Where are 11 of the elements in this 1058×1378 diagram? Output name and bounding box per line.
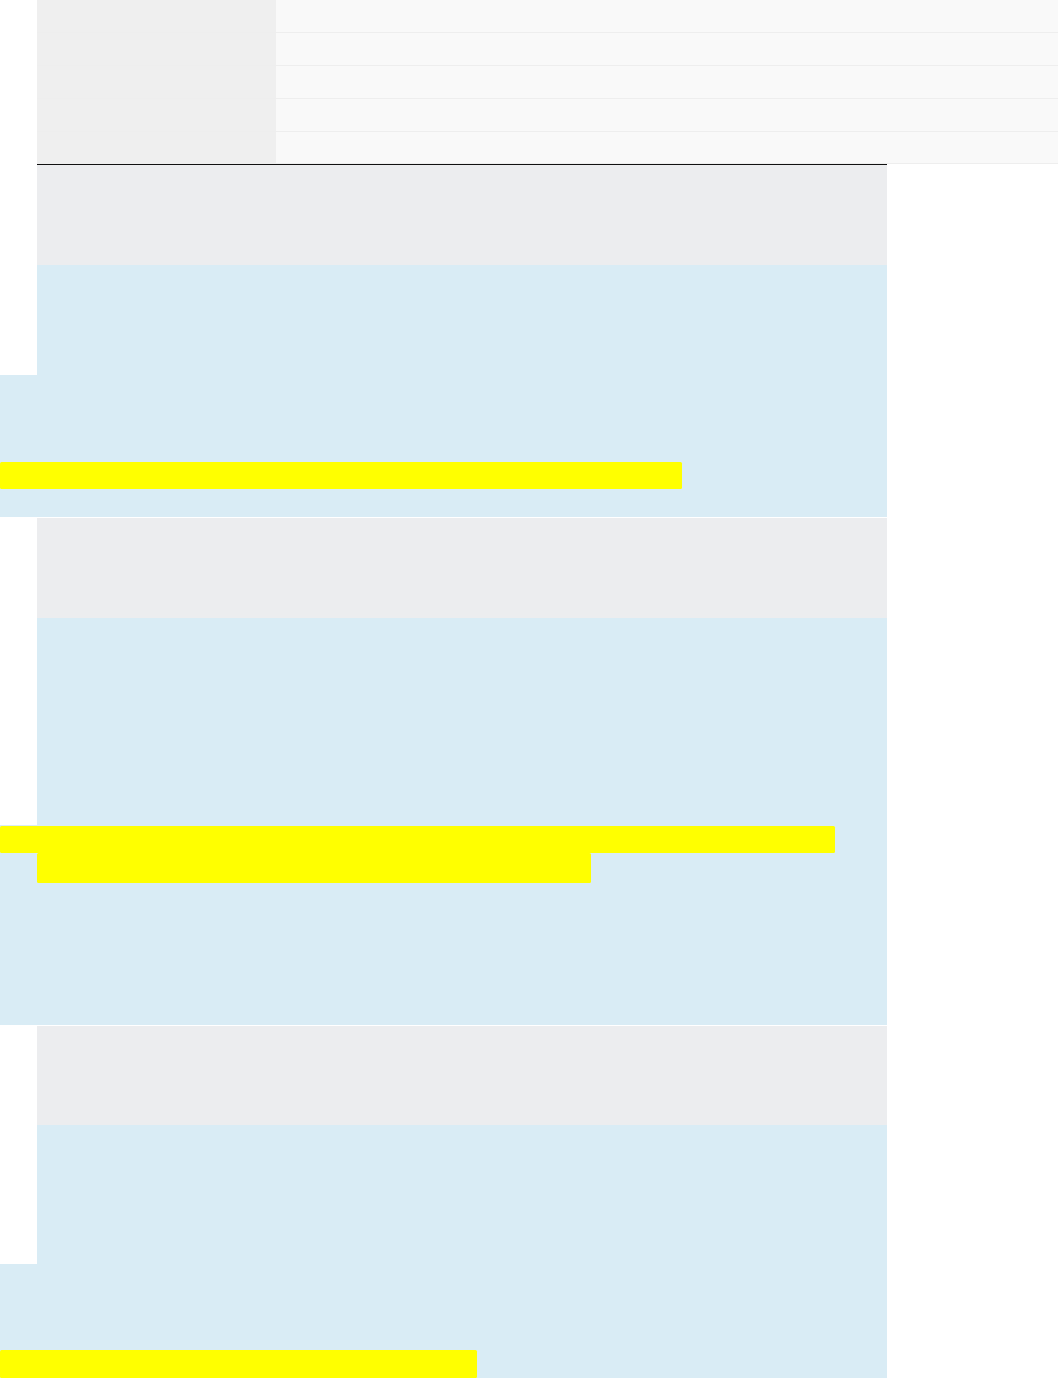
panel-band: [0, 618, 887, 1025]
panel-band: [0, 265, 887, 517]
panel-band: [37, 518, 887, 618]
panel-band: [37, 165, 887, 265]
highlight-bar: [0, 462, 682, 489]
panel-band: [37, 1026, 887, 1125]
highlight-bar: [0, 1350, 477, 1378]
highlight-bar: [0, 826, 835, 853]
highlight-bar: [37, 853, 591, 883]
panel-band: [0, 1125, 887, 1378]
table-row: [37, 132, 1058, 164]
